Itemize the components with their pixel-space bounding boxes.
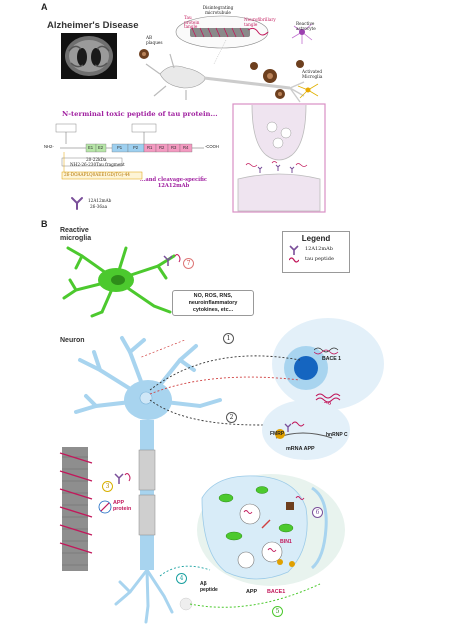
antibody-range-a: 26-36aa <box>90 204 108 209</box>
alzheimer-neuron-diagram <box>139 15 319 103</box>
label-disintegrating-microtubule: Disintegrating microtubule <box>202 5 234 15</box>
ab-peptide-label: Aβ peptide <box>200 581 218 593</box>
antibody-icon <box>289 245 299 255</box>
neuron-label: Neuron <box>60 337 85 344</box>
label-ab-plaques: AB plaques <box>146 35 163 45</box>
antibody-tau-near-microglia <box>163 254 181 266</box>
step-7: 7 <box>183 258 194 269</box>
label-neurofibrillary-tangle: Neurofibrillary tangle <box>244 17 276 27</box>
synapse-box <box>232 103 326 213</box>
cooh-terminus: -COOH <box>205 144 219 149</box>
dashed-arrows-upper <box>140 340 301 426</box>
step-3: 3 <box>102 481 113 492</box>
nh2-terminus: NH2- <box>44 144 54 149</box>
microtubule-shape <box>190 27 250 38</box>
app-protein-icon <box>98 500 112 514</box>
dna-strands <box>314 347 341 403</box>
step-4: 4 <box>176 573 187 584</box>
domain-boxes <box>85 143 193 153</box>
nucleus-zoom <box>272 318 384 410</box>
tau-peptide-icon <box>289 257 299 263</box>
step-1: 1 <box>223 333 234 344</box>
cytokines-box: NO, ROS, RNS, neuroinflammatory cytokine… <box>172 290 254 317</box>
dashed-arrows-lower <box>159 565 321 608</box>
panel-a-letter: A <box>41 2 48 12</box>
fragment-name: NH2-26-230Tau fragment <box>70 162 125 167</box>
domain-r1: R1 <box>147 145 153 150</box>
domain-p2: P2 <box>133 145 139 150</box>
peptide-sequence: 26-DOAAPLQ0AEE1GD(TG)-44 <box>64 172 130 177</box>
fmrp-label: FMRP <box>270 431 285 437</box>
step-6: 6 <box>312 507 323 518</box>
mrna-zoom <box>262 400 350 460</box>
app-lower-label: APP <box>246 589 258 595</box>
domain-r3: R3 <box>171 145 177 150</box>
fragment-size: 20-22kDa <box>86 157 107 162</box>
legend-tau-label: tau peptide <box>305 256 334 263</box>
legend-title: Legend <box>301 234 331 243</box>
tau-domain-bar <box>55 123 204 180</box>
antibody-icon <box>71 197 83 210</box>
step-2: 2 <box>226 412 237 423</box>
reactive-microglia-cell <box>62 246 176 318</box>
label-tau-protein-tangle: Tau protein tangle <box>184 15 200 30</box>
hnrnp-label: hnRNP C <box>326 432 348 438</box>
cleavage-specific-heading: ...and cleavage-specific 12A12mAb <box>139 177 208 189</box>
domain-e1: E1 <box>88 145 94 150</box>
bin1-label: BIN1 <box>280 539 292 545</box>
domain-e2: E2 <box>98 145 104 150</box>
label-reactive-astrocyte: Reactive astrocyte <box>296 21 316 31</box>
legend-item-antibody: 12A12mAb <box>289 245 349 255</box>
bace1-upper-label: BACE 1 <box>322 356 342 362</box>
panel-a-title: Alzheimer's Disease <box>47 20 139 31</box>
legend-antibody-label: 12A12mAb <box>305 246 333 253</box>
app-protein-label: APP protein <box>113 500 132 512</box>
domain-r2: R2 <box>159 145 165 150</box>
step-5: 5 <box>272 606 283 617</box>
label-activated-microglia: Activated Microglia <box>302 69 323 79</box>
antibody-tau-near-microtubule <box>114 473 131 484</box>
domain-p1: P1 <box>117 145 123 150</box>
panel-b-letter: B <box>41 219 48 229</box>
brain-mri-image <box>61 33 117 79</box>
legend-item-tau: tau peptide <box>289 256 349 264</box>
synapse-zoom-lower <box>197 474 345 586</box>
legend-box: Legend 12A12mAb tau peptide <box>282 231 350 273</box>
reactive-microglia-label: Reactive microglia <box>60 227 92 243</box>
mrna-app-label: mRNA APP <box>286 446 315 452</box>
microtubule-zoom <box>59 447 93 571</box>
toxic-peptide-heading: N-terminal toxic peptide of tau protein.… <box>62 110 218 118</box>
antibody-name-a: 12A12mAb <box>88 198 112 203</box>
bace1-lower-label: BACE1 <box>267 589 286 595</box>
domain-r4: R4 <box>183 145 189 150</box>
neuron-cell <box>74 336 222 624</box>
